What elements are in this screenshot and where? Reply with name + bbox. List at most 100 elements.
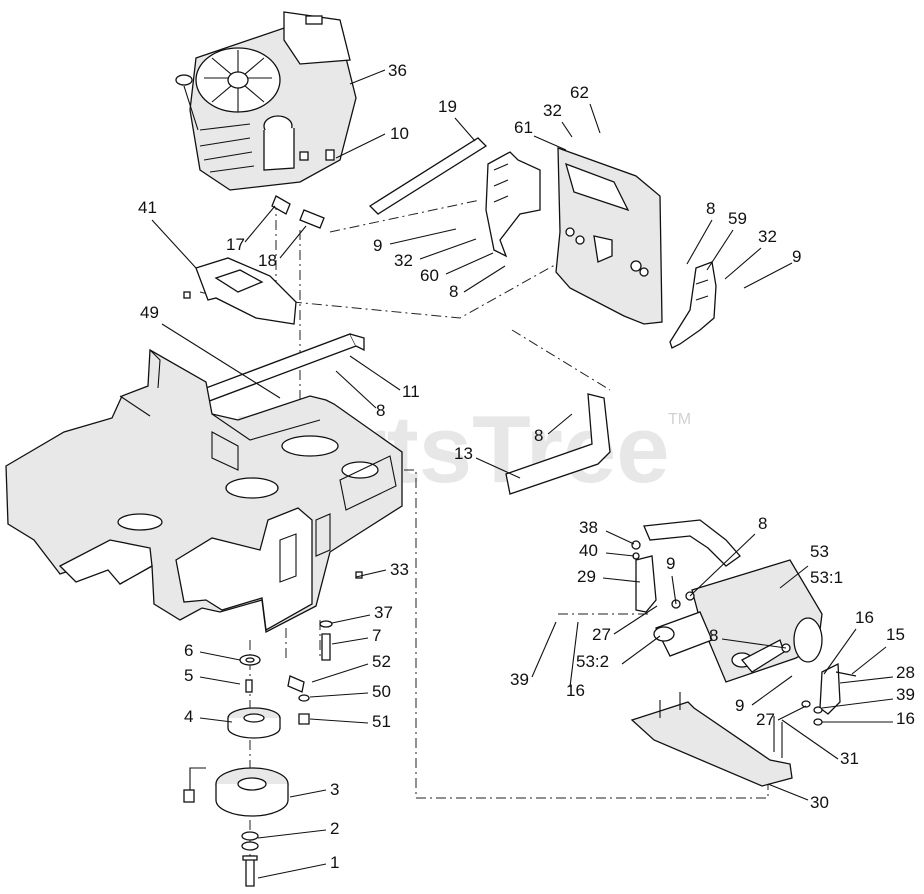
callout-c53: 53 <box>810 542 829 561</box>
muffler-assembly <box>631 519 857 726</box>
callout-c49: 49 <box>140 303 159 322</box>
leader-line-c32a <box>561 121 573 138</box>
leader-line-c49 <box>161 323 281 399</box>
leader-line-c40 <box>605 552 635 557</box>
engine <box>175 11 357 191</box>
callout-c50: 50 <box>372 682 391 701</box>
callout-c60: 60 <box>420 266 439 285</box>
muffler-guard <box>183 257 297 325</box>
callout-c10: 10 <box>390 124 409 143</box>
leader-line-c52 <box>311 663 369 683</box>
callout-c531: 53:1 <box>810 568 843 587</box>
callout-c15: 15 <box>886 625 905 644</box>
callout-c31: 31 <box>840 749 859 768</box>
callout-c30: 30 <box>810 793 829 812</box>
callout-c3: 3 <box>330 780 339 799</box>
leader-line-c17 <box>244 205 276 243</box>
callout-c32c: 32 <box>758 227 777 246</box>
leader-line-c10 <box>335 133 386 159</box>
callout-c6: 6 <box>184 641 193 660</box>
leader-line-c37 <box>331 614 371 624</box>
callout-c7: 7 <box>372 626 381 645</box>
callout-c52: 52 <box>372 652 391 671</box>
leader-line-c41 <box>151 219 197 269</box>
leader-line-c32b <box>419 238 477 260</box>
leader-line-c16a <box>823 628 857 675</box>
leader-line-c8c <box>335 370 377 409</box>
leader-line-c60 <box>445 252 494 275</box>
leader-line-c30 <box>767 783 809 801</box>
callout-c5: 5 <box>184 666 193 685</box>
leader-line-c11 <box>349 355 401 391</box>
leader-line-c38 <box>605 530 635 545</box>
control-panel <box>555 147 663 325</box>
callout-c16a: 16 <box>855 608 874 627</box>
callout-c38: 38 <box>579 518 598 537</box>
leader-line-c13 <box>475 457 521 479</box>
callout-c9c: 9 <box>666 554 675 573</box>
callout-c28: 28 <box>896 663 915 682</box>
clutch-assembly <box>183 654 289 887</box>
callout-c40: 40 <box>579 541 598 560</box>
side-plate-left <box>485 151 541 258</box>
leader-line-c5 <box>199 676 241 685</box>
callout-c11: 11 <box>402 382 420 401</box>
callout-layer: 3610196232614117189326088593294911881338… <box>138 61 915 879</box>
callout-c51: 51 <box>372 712 391 731</box>
leader-line-c8b <box>686 219 713 265</box>
leader-line-c27b <box>777 705 807 721</box>
callout-c39a: 39 <box>510 670 529 689</box>
callout-c9d: 9 <box>735 696 744 715</box>
leader-line-c16b <box>569 621 579 688</box>
callout-c39b: 39 <box>896 685 915 704</box>
leader-line-c8a <box>463 265 506 293</box>
main-frame <box>5 348 403 634</box>
callout-c27a: 27 <box>592 625 611 644</box>
leader-line-c51 <box>309 718 369 724</box>
leader-line-c62 <box>589 103 601 134</box>
callout-c9b: 9 <box>792 247 801 266</box>
callout-c9a: 9 <box>373 236 382 255</box>
leader-line-c18 <box>279 225 307 259</box>
callout-c8f: 8 <box>709 626 718 645</box>
leader-line-c39a <box>531 621 557 678</box>
leader-line-c532 <box>621 635 661 665</box>
callout-c17: 17 <box>226 235 245 254</box>
leader-line-c7 <box>331 637 369 645</box>
callout-c33: 33 <box>390 560 409 579</box>
callout-c19: 19 <box>438 97 457 116</box>
callout-c4: 4 <box>184 707 193 726</box>
callout-c27b: 27 <box>756 710 775 729</box>
leader-line-c8d <box>547 413 573 435</box>
leader-line-c2 <box>257 829 327 839</box>
leader-line-c531 <box>779 565 809 589</box>
leader-line-c19 <box>454 117 476 142</box>
leader-line-c61 <box>533 135 567 151</box>
heat-shield <box>630 692 793 787</box>
hardware-set <box>287 620 333 725</box>
callout-c8a: 8 <box>449 282 458 301</box>
callout-c59: 59 <box>728 209 747 228</box>
leader-line-c9c <box>671 575 677 605</box>
leader-line-c4 <box>199 717 233 723</box>
leader-line-c9b <box>743 262 793 289</box>
leader-line-c8e <box>689 533 756 597</box>
callout-c13: 13 <box>454 444 473 463</box>
callout-c1: 1 <box>330 853 339 872</box>
callout-c8e: 8 <box>758 514 767 533</box>
callout-c62: 62 <box>570 83 589 102</box>
callout-c8d: 8 <box>534 426 543 445</box>
side-plate-right <box>669 261 717 349</box>
leader-line-c3 <box>289 789 327 798</box>
leader-line-c59 <box>706 229 734 271</box>
leader-line-c31 <box>781 719 839 760</box>
callout-c61: 61 <box>514 118 533 137</box>
leader-line-c6 <box>199 651 241 661</box>
leader-line-c27a <box>613 605 658 635</box>
callout-c32b: 32 <box>394 251 413 270</box>
leader-line-c15 <box>851 646 887 675</box>
leader-line-c28 <box>839 676 894 684</box>
callout-c8c: 8 <box>376 401 385 420</box>
